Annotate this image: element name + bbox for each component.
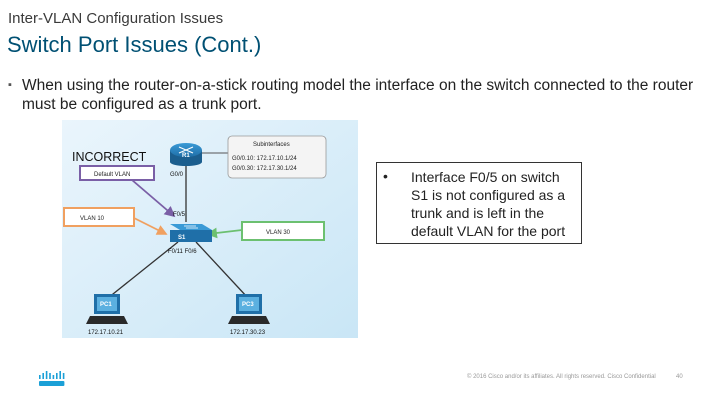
vlan10-arrow xyxy=(133,217,168,235)
bullet-marker-icon: ▪ xyxy=(8,79,12,91)
link-switch-pc3 xyxy=(195,241,249,299)
pc3-icon xyxy=(228,294,270,324)
pc1-ip: 172.17.10.21 xyxy=(88,330,124,336)
section-title: Inter-VLAN Configuration Issues xyxy=(8,10,224,27)
page-title: Switch Port Issues (Cont.) xyxy=(7,32,262,57)
subinterfaces-title: Subinterfaces xyxy=(253,142,290,148)
router-port-label: G0/0 xyxy=(170,172,184,178)
footer-copyright: © 2016 Cisco and/or its affiliates. All … xyxy=(467,374,656,380)
vlan30-arrow xyxy=(206,227,243,239)
subinterfaces-box xyxy=(227,135,327,179)
link-switch-pc1 xyxy=(107,241,179,299)
network-diagram: INCORRECT R1 G0/0 Subinterfaces G0/0.10:… xyxy=(62,120,358,338)
incorrect-label: INCORRECT xyxy=(72,150,147,164)
page-number: 40 xyxy=(676,374,683,380)
subinterface-line-1: G0/0.10: 172.17.10.1/24 xyxy=(232,156,297,162)
switch-icon xyxy=(170,224,212,242)
callout-bullet: • xyxy=(383,168,388,184)
pc3-ip: 172.17.30.23 xyxy=(230,330,266,336)
pc1-icon xyxy=(86,294,128,324)
cisco-logo-icon xyxy=(39,371,65,386)
bullet-text: When using the router-on-a-stick routing… xyxy=(22,77,694,113)
subinterface-line-2: G0/0.30: 172.17.30.1/24 xyxy=(232,166,297,172)
default-vlan-callout xyxy=(79,165,155,181)
router-name: R1 xyxy=(182,153,190,159)
vlan10-label: VLAN 10 xyxy=(80,216,105,222)
vlan10-callout xyxy=(63,207,135,227)
switch-name: S1 xyxy=(178,235,186,241)
explanation-callout-box: • Interface F0/5 on switch S1 is not con… xyxy=(376,162,582,244)
vlan30-label: VLAN 30 xyxy=(266,230,291,236)
default-vlan-label: Default VLAN xyxy=(94,172,130,178)
pc1-name: PC1 xyxy=(100,302,112,308)
callout-text: Interface F0/5 on switch S1 is not confi… xyxy=(411,169,566,239)
router-icon xyxy=(170,143,202,166)
bullet-point: ▪ When using the router-on-a-stick routi… xyxy=(8,76,698,114)
vlan30-callout xyxy=(241,221,325,241)
switch-down-ports-label: F0/11 F0/6 xyxy=(168,249,197,255)
pc3-name: PC3 xyxy=(242,302,254,308)
switch-up-port-label: F0/5 xyxy=(173,212,186,218)
default-vlan-arrow xyxy=(131,179,176,218)
